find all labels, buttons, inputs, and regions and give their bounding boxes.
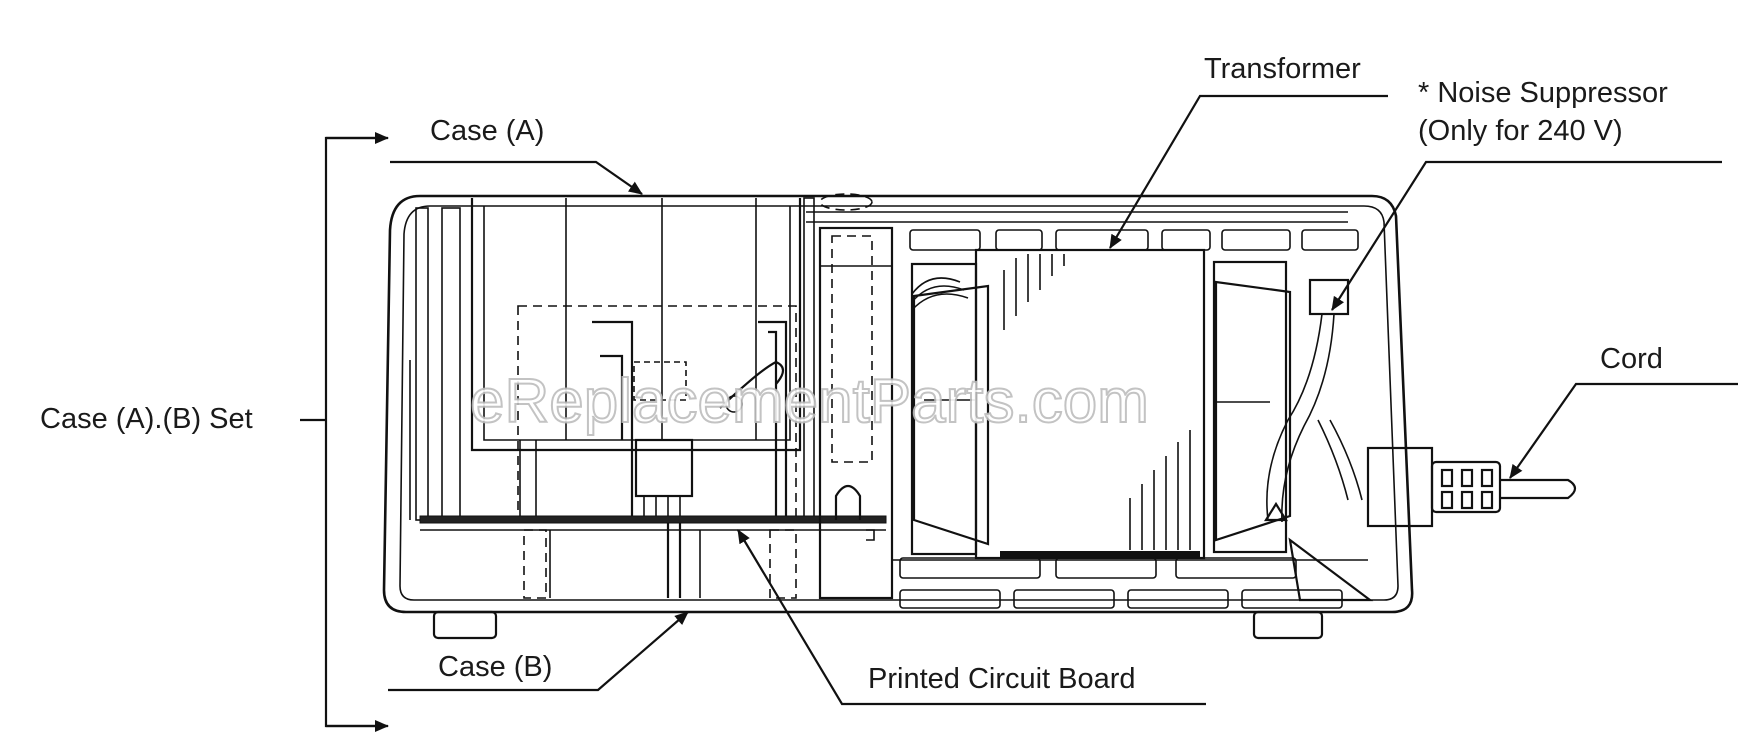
noise-suppressor-note: (Only for 240 V) — [1418, 115, 1623, 147]
cord — [1288, 446, 1577, 602]
case-a-compartment — [470, 197, 815, 521]
case-ab-set-bracket — [324, 136, 386, 728]
noise-suppressor-label: * Noise Suppressor — [1418, 77, 1668, 109]
leader-lines — [300, 94, 1738, 732]
labels: Transformer * Noise Suppressor (Only for… — [40, 53, 1668, 695]
partition — [818, 226, 1368, 609]
cord-label: Cord — [1600, 343, 1663, 375]
housing-outline — [382, 194, 1414, 614]
case-ab-set-label: Case (A).(B) Set — [40, 403, 253, 435]
case-a-label: Case (A) — [430, 115, 544, 147]
case-b-label: Case (B) — [438, 651, 552, 683]
right-foot — [1252, 610, 1324, 640]
noise-suppressor — [1264, 278, 1363, 523]
watermark-text: eReplacementParts.com — [470, 367, 1149, 436]
printed-circuit-board — [419, 515, 887, 599]
left-foot — [432, 610, 498, 640]
printed-circuit-board-label: Printed Circuit Board — [868, 663, 1136, 695]
transformer-label: Transformer — [1204, 53, 1361, 85]
transformer — [910, 248, 1292, 560]
